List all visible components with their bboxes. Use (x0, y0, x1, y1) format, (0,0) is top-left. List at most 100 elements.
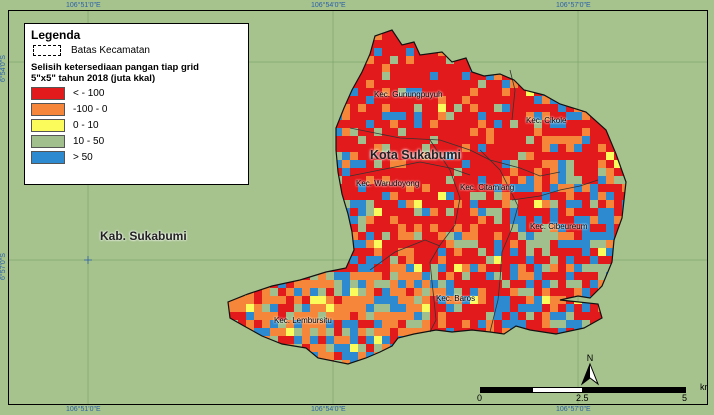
grid-cell (438, 312, 446, 320)
grid-cell (390, 128, 398, 136)
grid-cell (598, 224, 606, 232)
grid-cell (550, 136, 558, 144)
grid-cell (582, 256, 590, 264)
grid-cell (422, 232, 430, 240)
grid-cell (558, 152, 566, 160)
grid-cell (566, 312, 574, 320)
coord-bottom-2: 106°54'0"E (311, 406, 346, 413)
grid-cell (278, 304, 286, 312)
grid-cell (494, 200, 502, 208)
grid-cell (342, 176, 350, 184)
grid-cell (598, 256, 606, 264)
grid-cell (486, 256, 494, 264)
grid-cell (398, 48, 406, 56)
grid-cell (438, 304, 446, 312)
grid-cell (406, 40, 414, 48)
grid-cell (358, 272, 366, 280)
grid-cell (502, 168, 510, 176)
grid-cell (334, 328, 342, 336)
grid-cell (438, 128, 446, 136)
grid-cell (398, 128, 406, 136)
grid-cell (366, 280, 374, 288)
grid-cell (526, 304, 534, 312)
grid-cell (366, 184, 374, 192)
grid-cell (534, 104, 542, 112)
legend-class-5: > 50 (31, 151, 242, 164)
grid-cell (334, 280, 342, 288)
grid-cell (494, 232, 502, 240)
grid-cell (494, 72, 502, 80)
grid-cell (566, 176, 574, 184)
grid-cell (478, 232, 486, 240)
grid-cell (510, 120, 518, 128)
grid-cell (502, 248, 510, 256)
grid-cell (366, 200, 374, 208)
grid-cell (398, 168, 406, 176)
grid-cell (422, 144, 430, 152)
grid-cell (358, 128, 366, 136)
grid-cell (430, 288, 438, 296)
grid-cell (286, 328, 294, 336)
grid-cell (342, 104, 350, 112)
grid-cell (446, 312, 454, 320)
grid-cell (382, 320, 390, 328)
grid-cell (406, 128, 414, 136)
grid-cell (454, 88, 462, 96)
grid-cell (406, 296, 414, 304)
grid-cell (438, 256, 446, 264)
grid-cell (558, 136, 566, 144)
grid-cell (486, 232, 494, 240)
grid-cell (318, 352, 326, 360)
scale-bar (480, 387, 686, 393)
grid-cell (534, 152, 542, 160)
grid-cell (398, 88, 406, 96)
grid-cell (566, 272, 574, 280)
grid-cell (382, 208, 390, 216)
grid-cell (278, 288, 286, 296)
grid-cell (398, 120, 406, 128)
grid-cell (318, 344, 326, 352)
legend-class-2-label: -100 - 0 (73, 104, 108, 115)
grid-cell (342, 160, 350, 168)
grid-cell (366, 152, 374, 160)
grid-cell (430, 88, 438, 96)
grid-cell (486, 208, 494, 216)
grid-cell (438, 224, 446, 232)
grid-cell (262, 320, 270, 328)
grid-cell (582, 144, 590, 152)
grid-cell (494, 120, 502, 128)
grid-cell (262, 296, 270, 304)
grid-cell (446, 144, 454, 152)
grid-cell (318, 304, 326, 312)
grid-cell (502, 208, 510, 216)
grid-cell (550, 248, 558, 256)
grid-cell (542, 104, 550, 112)
grid-cell (406, 136, 414, 144)
grid-cell (494, 288, 502, 296)
grid-cell (470, 152, 478, 160)
grid-cell (470, 288, 478, 296)
grid-cell (358, 80, 366, 88)
grid-cell (502, 144, 510, 152)
grid-cell (374, 72, 382, 80)
grid-cell (438, 272, 446, 280)
grid-cell (350, 288, 358, 296)
grid-cell (406, 248, 414, 256)
grid-cell (406, 200, 414, 208)
grid-cell (574, 176, 582, 184)
grid-cell (382, 248, 390, 256)
grid-cell (542, 168, 550, 176)
grid-cell (446, 256, 454, 264)
grid-cell (398, 208, 406, 216)
coord-left-1: 6°54'0"S (0, 55, 7, 82)
grid-cell (238, 296, 246, 304)
grid-cell (582, 152, 590, 160)
grid-cell (398, 312, 406, 320)
grid-cell (454, 184, 462, 192)
grid-cell (454, 208, 462, 216)
grid-cell (566, 144, 574, 152)
grid-cell (462, 176, 470, 184)
grid-cell (422, 152, 430, 160)
grid-cell (390, 152, 398, 160)
grid-cell (350, 128, 358, 136)
